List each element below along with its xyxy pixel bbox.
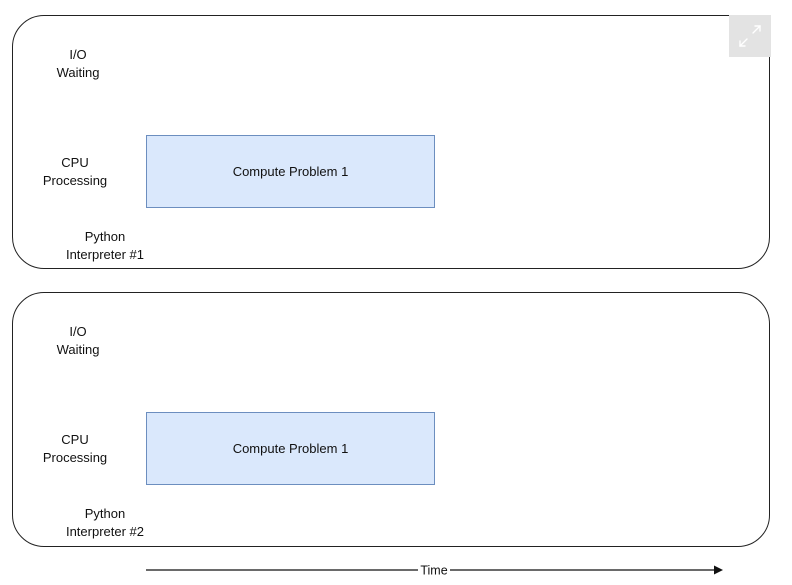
io-waiting-line-2: Waiting — [56, 65, 100, 80]
cpu-processing-label: CPU Processing — [35, 431, 115, 467]
io-waiting-line-2: Waiting — [56, 342, 100, 357]
compute-problem-block: Compute Problem 1 — [146, 412, 435, 485]
interpreter-1-panel: I/O Waiting CPU Processing Python Interp… — [12, 15, 770, 269]
io-waiting-label: I/O Waiting — [43, 323, 113, 359]
time-axis-label: Time — [420, 564, 447, 578]
cpu-processing-line-2: Processing — [42, 173, 108, 188]
interpreter-2-panel: I/O Waiting CPU Processing Python Interp… — [12, 292, 770, 547]
python-interpreter-line-1: Python — [84, 506, 126, 521]
python-interpreter-label: Python Interpreter #1 — [45, 228, 165, 264]
python-interpreter-line-1: Python — [84, 229, 126, 244]
cpu-processing-line-1: CPU — [61, 155, 89, 170]
compute-problem-label: Compute Problem 1 — [232, 441, 349, 456]
expand-icon — [739, 25, 761, 47]
expand-button[interactable] — [729, 15, 771, 57]
python-interpreter-label: Python Interpreter #2 — [45, 505, 165, 541]
time-axis-arrowhead-icon — [714, 565, 723, 575]
python-interpreter-line-2: Interpreter #1 — [65, 247, 145, 262]
compute-problem-label: Compute Problem 1 — [232, 164, 349, 179]
io-waiting-line-1: I/O — [69, 47, 87, 62]
cpu-processing-line-2: Processing — [42, 450, 108, 465]
io-waiting-label: I/O Waiting — [43, 46, 113, 82]
cpu-processing-line-1: CPU — [61, 432, 89, 447]
time-axis: Time — [146, 564, 723, 578]
compute-problem-block: Compute Problem 1 — [146, 135, 435, 208]
cpu-processing-label: CPU Processing — [35, 154, 115, 190]
io-waiting-line-1: I/O — [69, 324, 87, 339]
python-interpreter-line-2: Interpreter #2 — [65, 524, 145, 539]
